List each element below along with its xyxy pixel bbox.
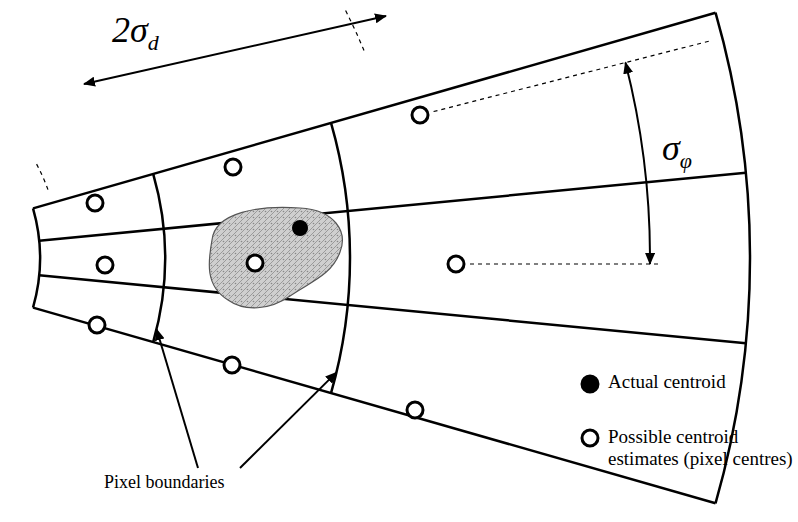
actual-centroid (292, 220, 308, 236)
pixel-boundary-ray (39, 173, 746, 241)
legend-text: Actual centroid (608, 371, 793, 393)
dimension-marks (37, 11, 713, 468)
pixel-boundary-arc (153, 174, 165, 342)
pixel-centre (87, 195, 103, 211)
pointer-label: Pixel boundaries (104, 472, 224, 493)
pixel-centre (247, 255, 263, 271)
pixel-boundary-ray (33, 308, 715, 504)
leader-arrow (157, 329, 198, 468)
extension-line (470, 263, 660, 264)
pixel-centre (407, 402, 423, 418)
pixel-centres (87, 107, 464, 418)
legend-text: Possible centroid estimates (pixel centr… (608, 426, 793, 470)
pixel-centre (89, 317, 105, 333)
legend-symbol (582, 376, 598, 392)
pixel-boundary-arc (33, 208, 40, 307)
legend-symbol (582, 430, 598, 446)
pixel-centre (412, 107, 428, 123)
pixel-centre (97, 257, 113, 273)
extension-line (434, 40, 713, 111)
leader-arrow (240, 372, 336, 468)
extension-line (346, 11, 366, 54)
extension-line (37, 164, 48, 189)
pixel-boundary-ray (39, 275, 746, 343)
angle-arrow (625, 63, 650, 264)
object-blob (209, 207, 342, 308)
pixel-centre (448, 256, 464, 272)
pixel-centre (225, 159, 241, 175)
pixel-centre (224, 357, 240, 373)
angle-label: σφ (662, 128, 692, 169)
dimension-label: 2σd (112, 10, 159, 51)
